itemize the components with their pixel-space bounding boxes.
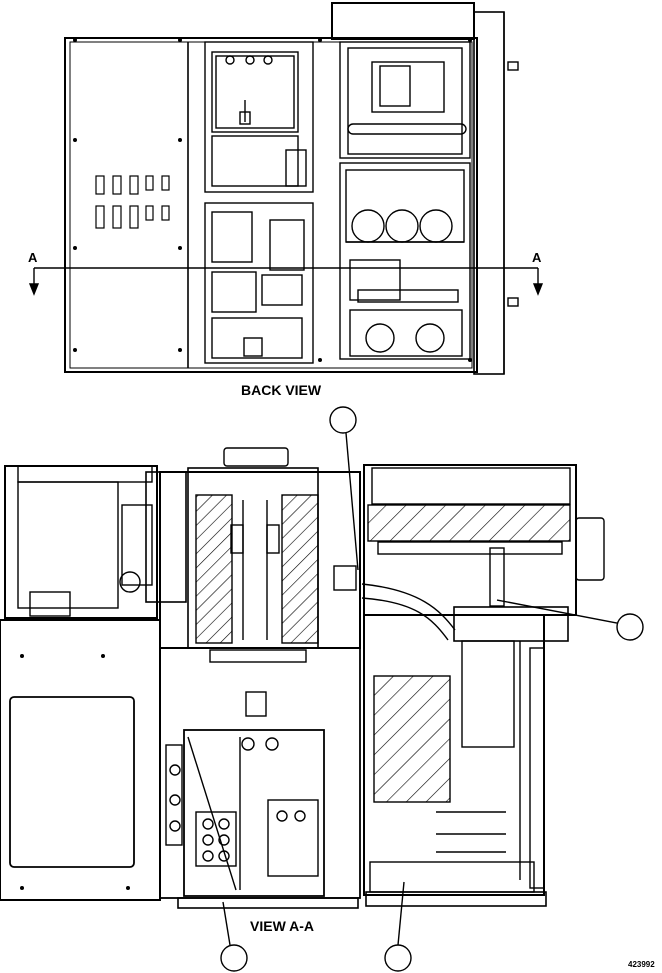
back-view-drawing bbox=[28, 2, 544, 375]
section-marker-right: A bbox=[532, 250, 542, 265]
view-aa-drawing bbox=[0, 406, 644, 972]
section-marker-left: A bbox=[28, 250, 38, 265]
view-aa-label: VIEW A-A bbox=[250, 918, 315, 934]
figure-number: 423992 bbox=[628, 960, 655, 969]
back-view-label: BACK VIEW bbox=[241, 382, 322, 398]
